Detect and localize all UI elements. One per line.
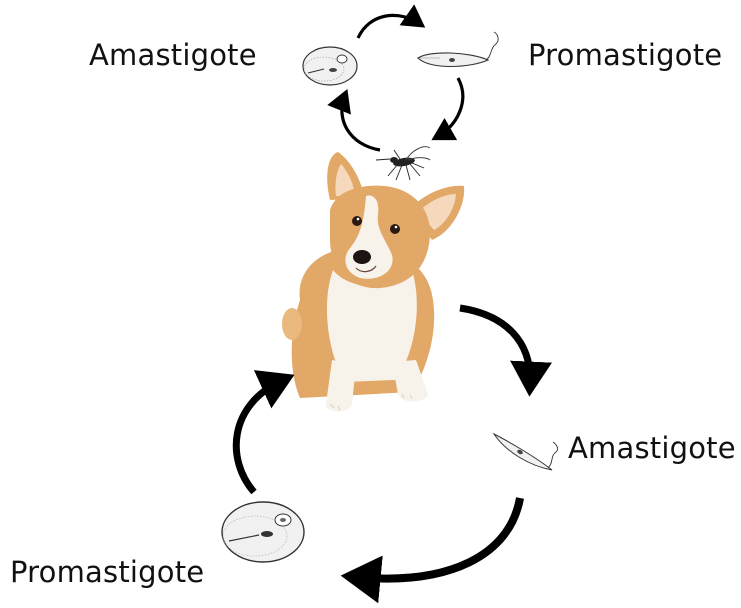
label-promastigote-top: Promastigote [528, 38, 723, 72]
amastigote-cell-icon-bottom [221, 501, 305, 563]
sandfly-icon [375, 146, 431, 181]
amastigote-cell-icon-top [302, 46, 358, 86]
promastigote-cell-icon-top [417, 31, 499, 67]
label-promastigote-bottom: Promastigote [10, 555, 205, 589]
corgi-dog [282, 152, 465, 412]
arrow-promastigote-to-sandfly [431, 77, 465, 141]
arrow-dog-to-amastigote [459, 304, 553, 397]
label-amastigote-top: Amastigote [89, 38, 257, 72]
arrow-amastigote-to-promastigote-top [356, 4, 426, 39]
arrow-sandfly-to-amastigote [327, 89, 381, 152]
arrow-amastigote-to-promastigote-bottom [340, 497, 524, 604]
promastigote-cell-icon-right [492, 432, 559, 471]
label-amastigote-right: Amastigote [568, 431, 736, 465]
arrow-promastigote-to-dog [232, 370, 295, 495]
